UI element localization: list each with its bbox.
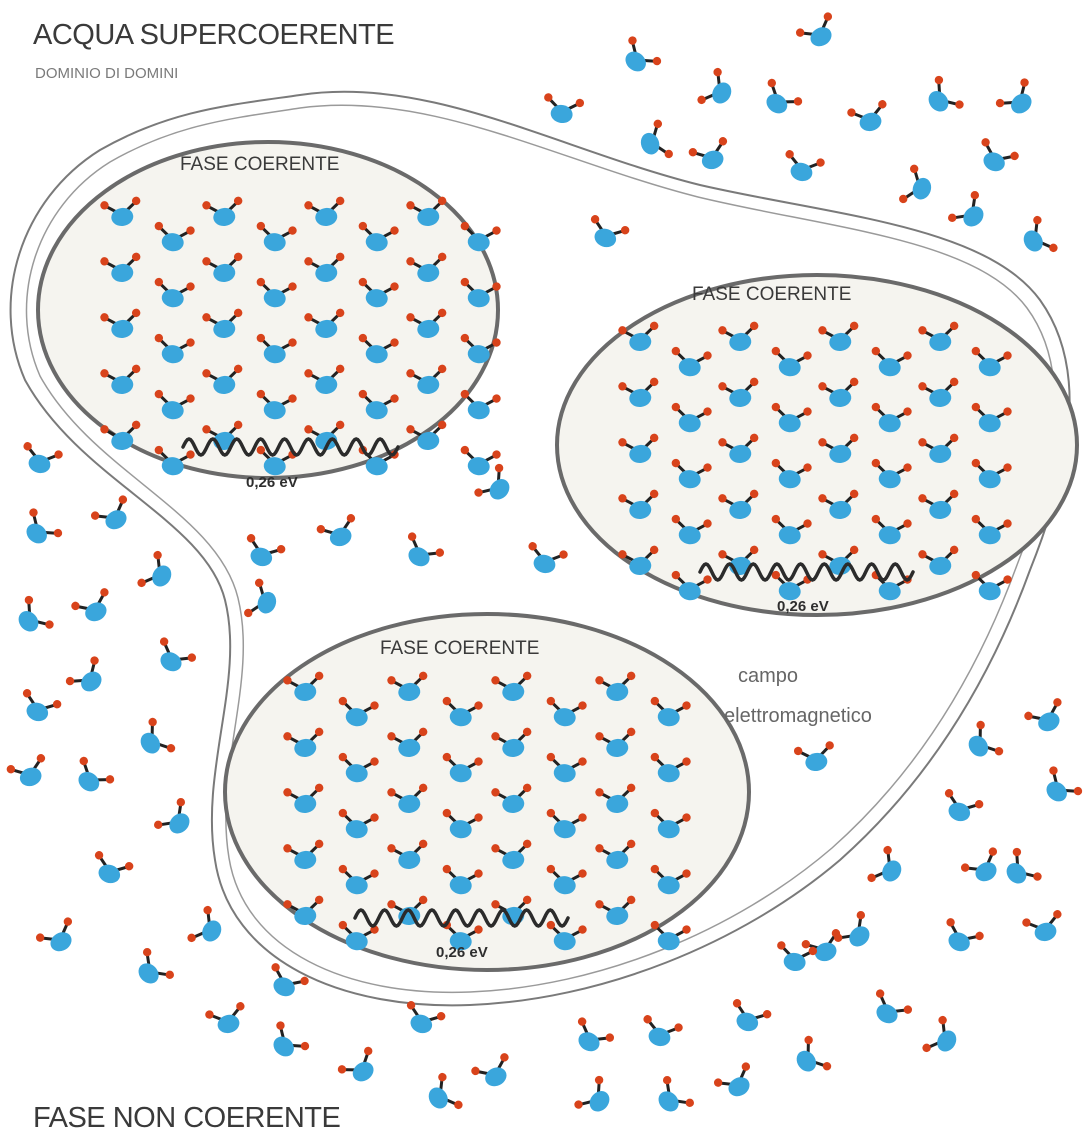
water-molecule-icon (935, 915, 987, 961)
water-molecule-icon (85, 848, 137, 891)
water-molecule-icon (571, 1072, 621, 1125)
diagram-subtitle: DOMINIO DI DOMINI (35, 65, 178, 82)
water-molecule-icon (710, 1059, 763, 1107)
water-molecule-icon (633, 116, 676, 168)
water-molecule-icon (995, 844, 1045, 897)
water-molecule-icon (32, 914, 85, 962)
water-molecule-icon (13, 505, 66, 555)
water-molecule-icon (917, 72, 967, 125)
incoherent-phase-label: FASE NON COERENTE (33, 1102, 340, 1134)
diagram-title: ACQUA SUPERCOERENTE (33, 19, 394, 51)
water-molecule-icon (150, 794, 202, 846)
domain-label-2: FASE COERENTE (692, 284, 851, 305)
water-molecule-icon (778, 147, 828, 188)
water-molecule-icon (970, 135, 1022, 181)
field-label-line2: elettromagnetico (724, 705, 872, 727)
water-molecule-icon (202, 999, 252, 1040)
water-molecule-icon (798, 926, 850, 969)
water-molecule-icon (694, 64, 742, 117)
water-molecule-icon (7, 592, 57, 645)
water-molecule-icon (468, 1050, 520, 1096)
water-molecule-icon (16, 439, 66, 480)
water-molecule-icon (864, 842, 912, 895)
water-molecule-icon (896, 161, 939, 213)
water-molecule-icon (184, 902, 232, 955)
water-molecule-icon (957, 844, 1010, 892)
water-molecule-icon (147, 634, 200, 682)
water-molecule-icon (646, 1072, 698, 1124)
water-molecule-icon (935, 786, 987, 829)
water-molecule-icon (957, 717, 1007, 770)
water-molecule-icon (13, 686, 65, 729)
water-molecule-icon (1033, 763, 1086, 813)
water-molecule-icon (612, 33, 665, 83)
water-molecule-icon (87, 492, 140, 540)
water-molecule-icon (62, 653, 115, 703)
water-molecule-icon (65, 753, 118, 803)
water-molecule-icon (334, 1043, 387, 1093)
domain-label-1: FASE COERENTE (180, 154, 339, 175)
domain-energy-2: 0,26 eV (777, 598, 829, 615)
water-molecule-icon (792, 9, 845, 57)
water-molecule-icon (565, 1014, 618, 1062)
water-molecule-icon (1019, 907, 1069, 948)
wave-icon (181, 437, 400, 457)
domain-energy-3: 0,26 eV (436, 944, 488, 961)
water-molecule-icon (844, 97, 894, 138)
water-molecule-icon (992, 75, 1045, 125)
field-label-line1: campo (738, 665, 798, 687)
water-molecule-icon (944, 187, 996, 239)
water-molecule-icon (3, 751, 55, 794)
super-domain-boundary-inner (25, 104, 1056, 994)
domain-energy-1: 0,26 eV (246, 474, 298, 491)
water-molecule-icon (134, 547, 182, 600)
water-molecule-icon (260, 1018, 313, 1068)
water-molecule-icon (863, 986, 916, 1034)
wave-icon (353, 908, 570, 928)
water-molecule-icon (418, 1069, 466, 1122)
water-molecule-icon (1013, 212, 1061, 265)
water-molecule-icon (1021, 695, 1073, 741)
water-molecule-icon (68, 585, 120, 631)
water-molecule-icon (129, 714, 179, 767)
water-molecule-icon (538, 91, 587, 128)
water-molecule-icon (753, 75, 806, 125)
water-molecule-icon (685, 134, 737, 177)
wave-icon (698, 562, 915, 582)
water-molecule-icon (785, 1032, 835, 1085)
water-molecule-icon (919, 1012, 967, 1065)
coherent-domain-1 (36, 140, 500, 480)
water-molecule-icon (636, 1012, 686, 1053)
domain-label-3: FASE COERENTE (380, 638, 539, 659)
water-molecule-icon (723, 996, 775, 1039)
water-molecule-icon (126, 944, 178, 996)
